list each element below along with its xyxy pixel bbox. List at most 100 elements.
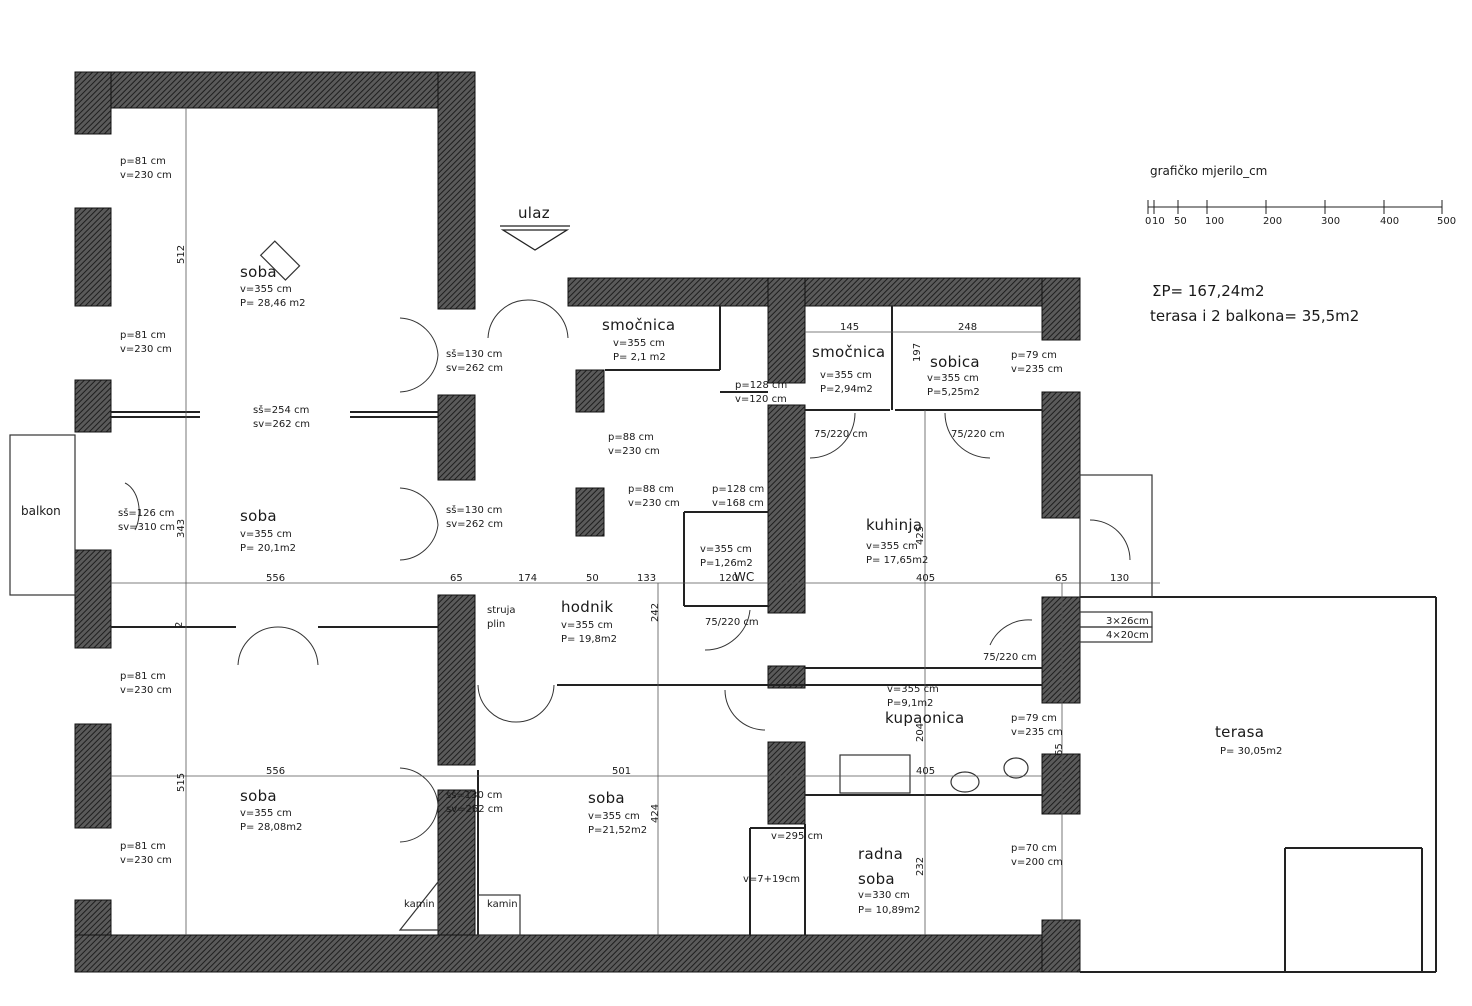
window-10-height: v=235 cm [1011,727,1063,738]
height-295-label: v=295 cm [771,831,823,842]
room-soba-2-area: P= 20,1m2 [240,543,296,554]
room-wc-height: v=355 cm [700,544,752,555]
dim-65-b: 65 [1055,573,1068,584]
dim-242: 242 [650,602,661,622]
room-soba-3-height: v=355 cm [240,808,292,819]
dim-425: 425 [915,525,926,545]
window-9-height: v=235 cm [1011,364,1063,375]
window-2-height: v=230 cm [120,344,172,355]
room-soba-1-area: P= 28,46 m2 [240,298,306,309]
interior-lines [111,306,1437,973]
room-smocnica-1-height: v=355 cm [613,338,665,349]
room-terasa-name: terasa [1215,723,1265,741]
window-7-width: p=128 cm [735,380,788,391]
room-kuhinja-name: kuhinja [866,516,923,534]
dim-145: 145 [840,322,860,333]
dim-424: 424 [650,803,661,823]
door-swings [124,299,1131,843]
room-smocnica-2-name: smočnica [812,343,886,361]
exterior-walls [74,71,1081,973]
door-1-height: sv=262 cm [446,363,504,374]
scale-tick-10: 10 [1152,216,1165,227]
scale-tick-100: 100 [1205,216,1225,227]
window-8-height: v=168 cm [712,498,764,509]
window-6-width: p=88 cm [628,484,674,495]
room-kupaonica-height: v=355 cm [887,684,939,695]
door-4-width: sš=126 cm [118,508,175,519]
door-6-size: 75/220 cm [814,429,868,440]
door-5-height: sv=262 cm [446,804,504,815]
dim-248: 248 [958,322,978,333]
dim-405-b: 405 [916,766,936,777]
plin-label: plin [487,619,506,630]
room-kupaonica-area: P=9,1m2 [887,698,934,709]
room-hodnik-name: hodnik [561,598,614,616]
dim-232: 232 [915,856,926,876]
door-1-width: sš=130 cm [446,349,503,360]
dim-50: 50 [586,573,599,584]
stairs-label-2: 4×20cm [1106,630,1149,641]
door-9-size: 75/220 cm [983,652,1037,663]
room-soba-4-name: soba [588,789,625,807]
room-radna-soba-name-2: soba [858,870,895,888]
window-9-width: p=79 cm [1011,350,1057,361]
kamin-label-2: kamin [487,899,518,910]
kamin-label-1: kamin [404,899,435,910]
room-wc-area: P=1,26m2 [700,558,753,569]
room-kuhinja-area: P= 17,65m2 [866,555,929,566]
dimension-lines [111,108,1160,935]
room-smocnica-1-area: P= 2,1 m2 [613,352,666,363]
room-soba-2-height: v=355 cm [240,529,292,540]
room-radna-soba-area: P= 10,89m2 [858,905,921,916]
dim-405-a: 405 [916,573,936,584]
door-2-height: sv=262 cm [253,419,311,430]
stairs-label-1: 3×26cm [1106,616,1149,627]
scale-tick-50: 50 [1174,216,1187,227]
dim-197: 197 [912,342,923,362]
entrance-label: ulaz [518,204,550,222]
room-kuhinja-height: v=355 cm [866,541,918,552]
room-soba-1-name: soba [240,263,277,281]
room-soba-3-name: soba [240,787,277,805]
dim-133: 133 [637,573,657,584]
room-soba-2-name: soba [240,507,277,525]
room-smocnica-2-height: v=355 cm [820,370,872,381]
room-sobica-name: sobica [930,353,980,371]
room-wc-name: WC [734,570,755,584]
room-kupaonica-name: kupaonica [885,709,965,727]
scale-tick-0: 0 [1145,216,1152,227]
room-smocnica-2-area: P=2,94m2 [820,384,873,395]
scale-tick-300: 300 [1321,216,1341,227]
window-6-height: v=230 cm [628,498,680,509]
dim-556-a: 556 [266,573,286,584]
dim-515: 515 [176,772,187,792]
window-5-height: v=230 cm [608,446,660,457]
dim-120-wc: 120 [719,573,739,584]
dim-130: 130 [1110,573,1130,584]
entrance-arrow [500,225,570,251]
window-5-width: p=88 cm [608,432,654,443]
door-3-width: sš=130 cm [446,505,503,516]
room-smocnica-1-name: smočnica [602,316,676,334]
room-soba-3-area: P= 28,08m2 [240,822,303,833]
door-5-width: sš=130 cm [446,790,503,801]
room-soba-1-height: v=355 cm [240,284,292,295]
dim-512: 512 [176,244,187,264]
scale-tick-200: 200 [1263,216,1283,227]
room-hodnik-height: v=355 cm [561,620,613,631]
door-2-width: sš=254 cm [253,405,310,416]
room-radna-soba-height: v=330 cm [858,890,910,901]
room-radna-soba-name-1: radna [858,845,904,863]
room-soba-4-area: P=21,52m2 [588,825,648,836]
window-8-width: p=128 cm [712,484,765,495]
dim-343: 343 [176,518,187,538]
window-3-height: v=230 cm [120,685,172,696]
room-hodnik-area: P= 19,8m2 [561,634,617,645]
terrace-area: terasa i 2 balkona= 35,5m2 [1150,307,1360,325]
scale-tick-500: 500 [1437,216,1457,227]
window-1-height: v=230 cm [120,170,172,181]
height-7-19-label: v=7+19cm [743,874,801,885]
window-2-width: p=81 cm [120,330,166,341]
balkon-label: balkon [21,504,61,518]
